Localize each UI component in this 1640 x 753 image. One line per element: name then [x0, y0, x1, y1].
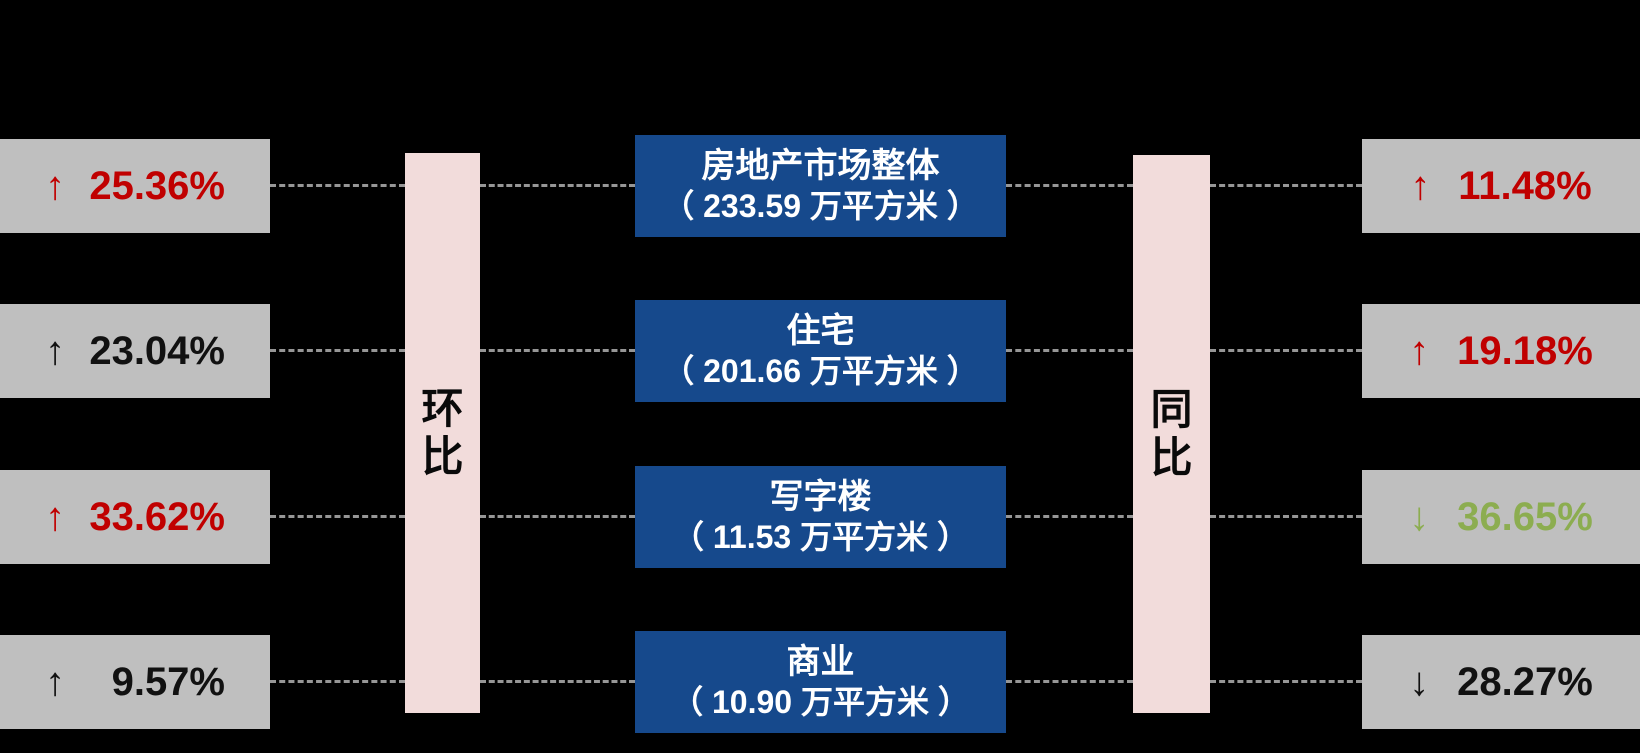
yoy-percent-value: 19.18% — [1457, 328, 1593, 373]
category-area: （ 201.66 万平方米 ） — [662, 353, 979, 390]
up-arrow-icon: ↑ — [45, 659, 65, 704]
up-arrow-icon: ↑ — [1410, 163, 1431, 208]
up-arrow-icon: ↑ — [45, 328, 65, 373]
yoy-percent-value: 36.65% — [1457, 494, 1593, 539]
mom-percent-box: ↑ 23.04% — [0, 304, 270, 398]
connector-dash — [1006, 349, 1133, 352]
connector-dash — [1210, 680, 1362, 683]
up-arrow-icon: ↑ — [1409, 328, 1430, 373]
category-area: （ 10.90 万平方米 ） — [671, 684, 970, 721]
connector-dash — [270, 184, 405, 187]
mom-percent-value: 25.36% — [89, 163, 225, 208]
down-arrow-icon: ↓ — [1409, 659, 1430, 704]
connector-dash — [480, 680, 635, 683]
yoy-percent-box: ↓ 28.27% — [1362, 635, 1640, 729]
connector-dash — [270, 349, 405, 352]
yoy-comparison-bar: 同比 — [1133, 155, 1210, 713]
mom-percent-value: 9.57% — [111, 659, 225, 704]
mom-percent-box: ↑ 9.57% — [0, 635, 270, 729]
up-arrow-icon: ↑ — [45, 163, 65, 208]
category-name: 住宅 — [786, 311, 855, 350]
connector-dash — [1006, 680, 1133, 683]
mom-percent-box: ↑ 25.36% — [0, 139, 270, 233]
mom-percent-value: 23.04% — [89, 328, 225, 373]
yoy-percent-value: 28.27% — [1457, 659, 1593, 704]
mom-bar-label: 环比 — [421, 384, 464, 480]
yoy-percent-box: ↑ 19.18% — [1362, 304, 1640, 398]
category-box: 商业 （ 10.90 万平方米 ） — [635, 631, 1006, 733]
category-area: （ 233.59 万平方米 ） — [662, 188, 979, 225]
up-arrow-icon: ↑ — [45, 494, 65, 539]
category-area: （ 11.53 万平方米 ） — [672, 519, 969, 556]
connector-dash — [1006, 515, 1133, 518]
yoy-percent-value: 11.48% — [1458, 163, 1592, 208]
mom-percent-box: ↑ 33.62% — [0, 470, 270, 564]
yoy-bar-label: 同比 — [1150, 385, 1193, 481]
yoy-percent-box: ↑ 11.48% — [1362, 139, 1640, 233]
category-name: 商业 — [786, 642, 855, 681]
connector-dash — [270, 515, 405, 518]
connector-dash — [1210, 515, 1362, 518]
mom-comparison-bar: 环比 — [405, 153, 480, 713]
category-box: 写字楼 （ 11.53 万平方米 ） — [635, 466, 1006, 568]
down-arrow-icon: ↓ — [1409, 494, 1430, 539]
category-name: 房地产市场整体 — [701, 146, 940, 185]
mom-percent-value: 33.62% — [89, 494, 225, 539]
category-box: 住宅 （ 201.66 万平方米 ） — [635, 300, 1006, 402]
connector-dash — [480, 515, 635, 518]
category-box: 房地产市场整体 （ 233.59 万平方米 ） — [635, 135, 1006, 237]
category-name: 写字楼 — [769, 477, 872, 516]
connector-dash — [1210, 184, 1362, 187]
connector-dash — [1210, 349, 1362, 352]
yoy-percent-box: ↓ 36.65% — [1362, 470, 1640, 564]
connector-dash — [480, 184, 635, 187]
connector-dash — [1006, 184, 1133, 187]
connector-dash — [270, 680, 405, 683]
connector-dash — [480, 349, 635, 352]
